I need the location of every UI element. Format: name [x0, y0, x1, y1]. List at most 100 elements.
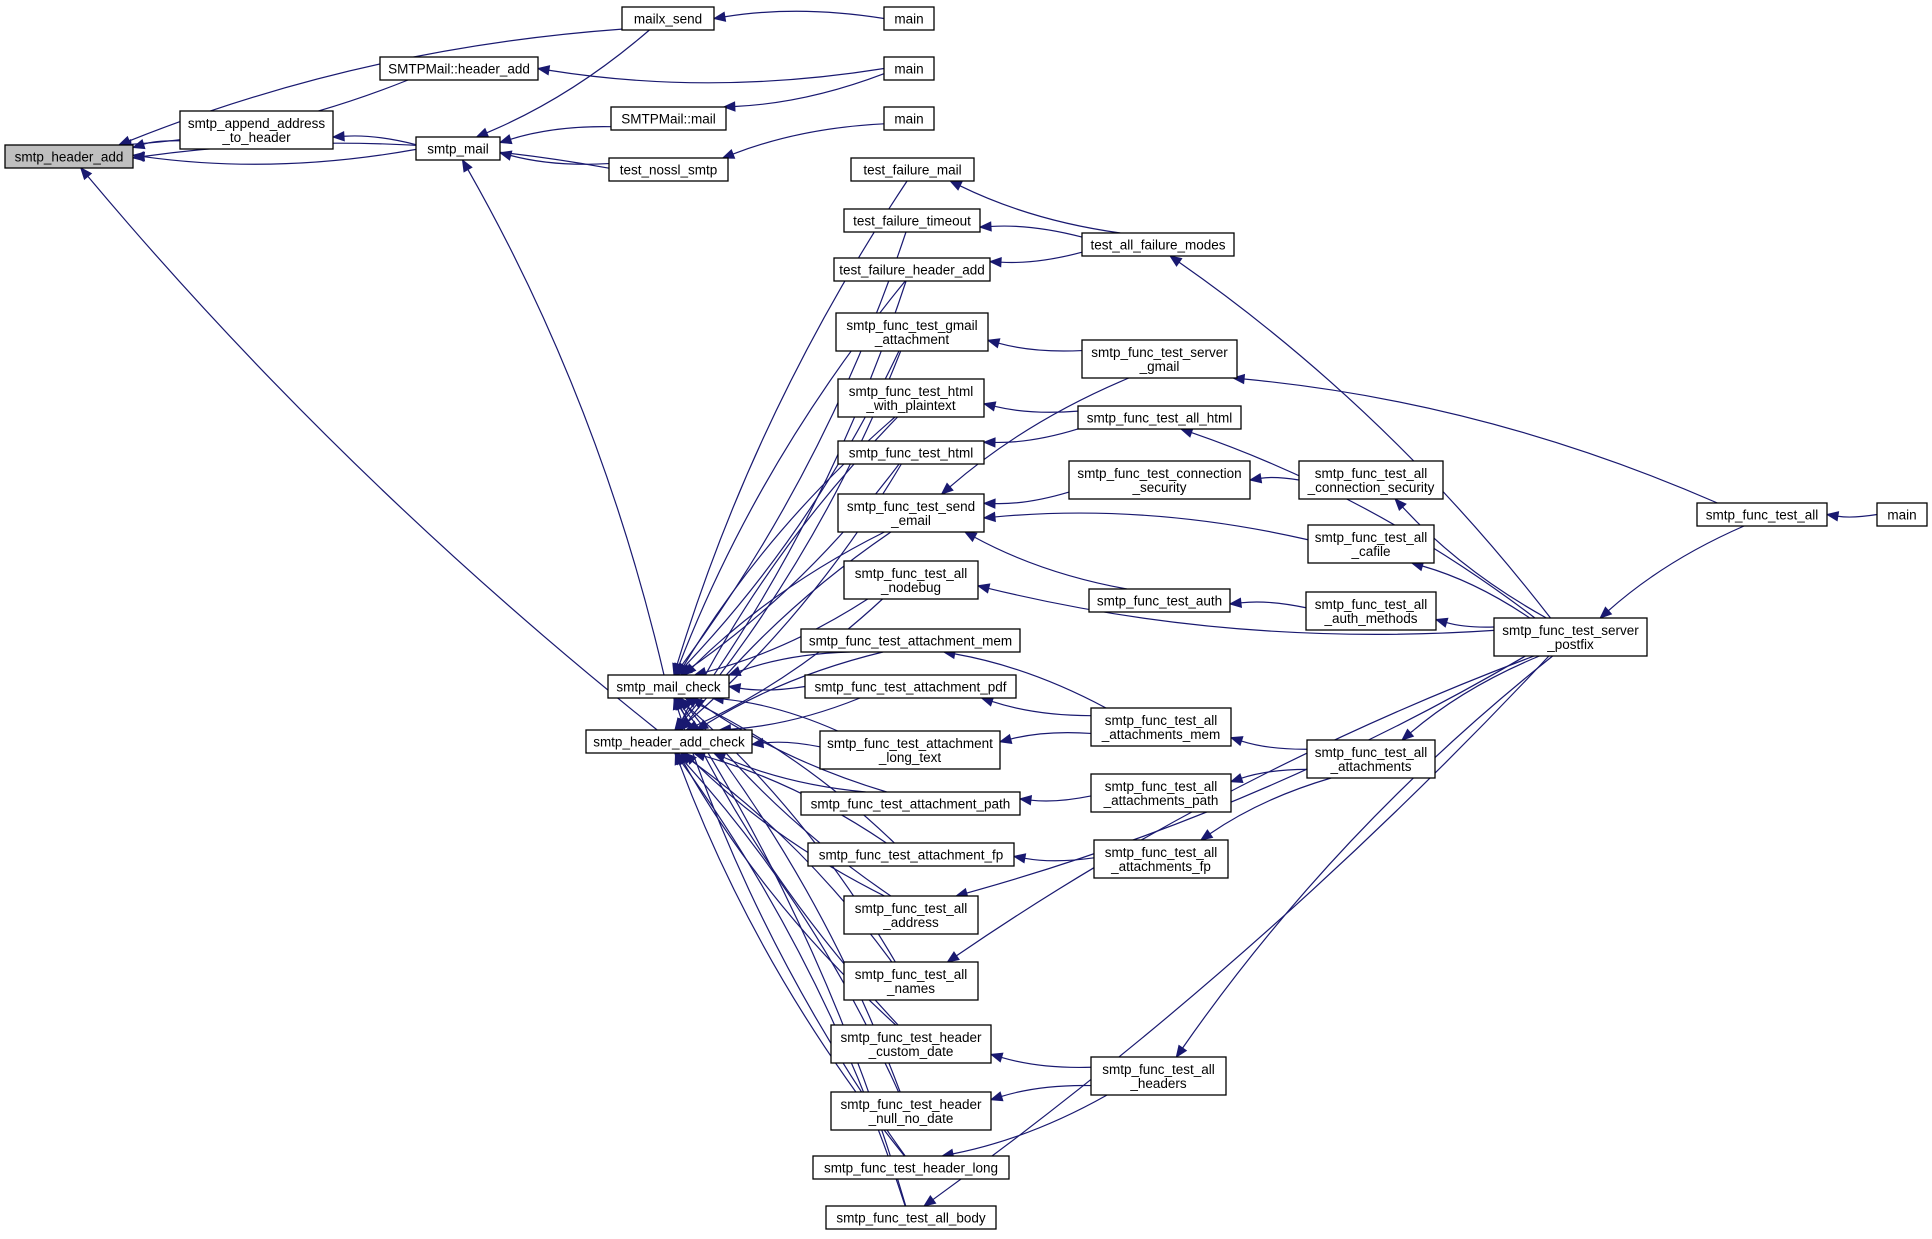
node-all_attachments_mem[interactable]: smtp_func_test_all_attachments_mem: [1090, 707, 1232, 747]
arrowhead-header_null_no_date: [989, 1091, 1004, 1102]
node-box[interactable]: [179, 110, 334, 150]
node-attachment_path[interactable]: smtp_func_test_attachment_path: [800, 791, 1021, 816]
node-main2[interactable]: main: [883, 56, 935, 81]
node-box[interactable]: [804, 674, 1017, 699]
node-SMTPMail_mail[interactable]: SMTPMail::mail: [610, 106, 727, 131]
node-label: smtp_func_test_html: [849, 446, 974, 461]
node-test_failure_timeout[interactable]: test_failure_timeout: [843, 208, 981, 233]
node-all_attachments_path[interactable]: smtp_func_test_all_attachments_path: [1090, 773, 1232, 813]
node-smtp_append_address[interactable]: smtp_append_address_to_header: [179, 110, 334, 150]
node-header_custom_date[interactable]: smtp_func_test_header_custom_date: [830, 1024, 992, 1064]
node-box[interactable]: [807, 842, 1015, 867]
node-box[interactable]: [830, 1091, 992, 1131]
node-box[interactable]: [1081, 339, 1238, 379]
node-attachment_fp[interactable]: smtp_func_test_attachment_fp: [807, 842, 1015, 867]
node-test_all_failure_modes[interactable]: test_all_failure_modes: [1081, 232, 1235, 257]
node-connection_security[interactable]: smtp_func_test_connection_security: [1068, 460, 1251, 500]
node-main3[interactable]: main: [883, 106, 935, 131]
node-main4[interactable]: main: [1876, 502, 1928, 527]
node-all_auth_methods[interactable]: smtp_func_test_all_auth_methods: [1305, 591, 1437, 631]
node-server_gmail[interactable]: smtp_func_test_server_gmail: [1081, 339, 1238, 379]
node-box[interactable]: [1081, 232, 1235, 257]
node-test_failure_header_add[interactable]: test_failure_header_add: [833, 257, 991, 282]
node-box[interactable]: [837, 493, 985, 533]
node-all_html[interactable]: smtp_func_test_all_html: [1077, 405, 1242, 430]
node-box[interactable]: [1090, 707, 1232, 747]
node-all_attachments_fp[interactable]: smtp_func_test_all_attachments_fp: [1093, 839, 1229, 879]
node-func_test_all[interactable]: smtp_func_test_all: [1696, 502, 1828, 527]
node-main1[interactable]: main: [883, 6, 935, 31]
node-box[interactable]: [1298, 460, 1444, 500]
node-box[interactable]: [843, 961, 979, 1001]
node-smtp_mail_check[interactable]: smtp_mail_check: [607, 674, 730, 699]
node-box[interactable]: [830, 1024, 992, 1064]
node-box[interactable]: [379, 56, 539, 81]
node-box[interactable]: [1093, 839, 1229, 879]
node-box[interactable]: [837, 378, 985, 418]
node-all_connection_security[interactable]: smtp_func_test_all_connection_security: [1298, 460, 1444, 500]
node-box[interactable]: [610, 106, 727, 131]
node-box[interactable]: [1305, 591, 1437, 631]
node-box[interactable]: [812, 1155, 1010, 1180]
node-smtp_header_add_check[interactable]: smtp_header_add_check: [585, 729, 753, 754]
node-box[interactable]: [1696, 502, 1828, 527]
node-box[interactable]: [1088, 588, 1231, 613]
node-box[interactable]: [825, 1205, 997, 1230]
edge-smtp_header_add_check-to-smtp_header_add: [87, 176, 658, 731]
node-func_auth[interactable]: smtp_func_test_auth: [1088, 588, 1231, 613]
node-box[interactable]: [1493, 617, 1648, 657]
node-box[interactable]: [835, 312, 989, 352]
node-box[interactable]: [415, 136, 501, 161]
node-all_names[interactable]: smtp_func_test_all_names: [843, 961, 979, 1001]
node-smtp_header_add[interactable]: smtp_header_add: [4, 144, 134, 169]
node-box[interactable]: [621, 6, 715, 31]
node-test_nossl_smtp[interactable]: test_nossl_smtp: [608, 157, 729, 182]
edge-main1-to-mailx_send: [724, 10, 885, 20]
node-send_email[interactable]: smtp_func_test_send_email: [837, 493, 985, 533]
node-box[interactable]: [883, 56, 935, 81]
node-box[interactable]: [607, 674, 730, 699]
node-test_failure_mail[interactable]: test_failure_mail: [850, 157, 975, 182]
node-box[interactable]: [1077, 405, 1242, 430]
node-all_body[interactable]: smtp_func_test_all_body: [825, 1205, 997, 1230]
node-box[interactable]: [1876, 502, 1928, 527]
node-box[interactable]: [883, 6, 935, 31]
node-box[interactable]: [883, 106, 935, 131]
node-box[interactable]: [1090, 1056, 1227, 1096]
node-box[interactable]: [819, 730, 1001, 770]
node-box[interactable]: [843, 208, 981, 233]
node-box[interactable]: [1068, 460, 1251, 500]
node-box[interactable]: [1307, 524, 1435, 564]
node-smtp_mail[interactable]: smtp_mail: [415, 136, 501, 161]
node-attachment_mem[interactable]: smtp_func_test_attachment_mem: [800, 628, 1021, 653]
node-box[interactable]: [843, 560, 979, 600]
node-box[interactable]: [843, 895, 979, 935]
node-attachment_long_text[interactable]: smtp_func_test_attachment_long_text: [819, 730, 1001, 770]
node-SMTPMail_header_add[interactable]: SMTPMail::header_add: [379, 56, 539, 81]
node-html_with_plaintext[interactable]: smtp_func_test_html_with_plaintext: [837, 378, 985, 418]
node-mailx_send[interactable]: mailx_send: [621, 6, 715, 31]
node-box[interactable]: [850, 157, 975, 182]
node-header_long[interactable]: smtp_func_test_header_long: [812, 1155, 1010, 1180]
node-box[interactable]: [1306, 739, 1436, 779]
node-box[interactable]: [608, 157, 729, 182]
node-all_address[interactable]: smtp_func_test_all_address: [843, 895, 979, 935]
node-box[interactable]: [800, 791, 1021, 816]
node-header_null_no_date[interactable]: smtp_func_test_header_null_no_date: [830, 1091, 992, 1131]
node-box[interactable]: [800, 628, 1021, 653]
node-func_html[interactable]: smtp_func_test_html: [837, 440, 985, 465]
node-box[interactable]: [585, 729, 753, 754]
node-all_headers[interactable]: smtp_func_test_all_headers: [1090, 1056, 1227, 1096]
node-box[interactable]: [833, 257, 991, 282]
node-all_cafile[interactable]: smtp_func_test_all_cafile: [1307, 524, 1435, 564]
node-box[interactable]: [1090, 773, 1232, 813]
node-server_postfix[interactable]: smtp_func_test_server_postfix: [1493, 617, 1648, 657]
node-attachment_pdf[interactable]: smtp_func_test_attachment_pdf: [804, 674, 1017, 699]
node-all_attachments[interactable]: smtp_func_test_all_attachments: [1306, 739, 1436, 779]
node-all_nodebug[interactable]: smtp_func_test_all_nodebug: [843, 560, 979, 600]
node-label: _long_text: [878, 750, 942, 765]
node-gmail_attachment[interactable]: smtp_func_test_gmail_attachment: [835, 312, 989, 352]
node-box[interactable]: [837, 440, 985, 465]
edge-all_nodebug-to-smtp_mail_check: [705, 598, 869, 673]
node-box[interactable]: [4, 144, 134, 169]
